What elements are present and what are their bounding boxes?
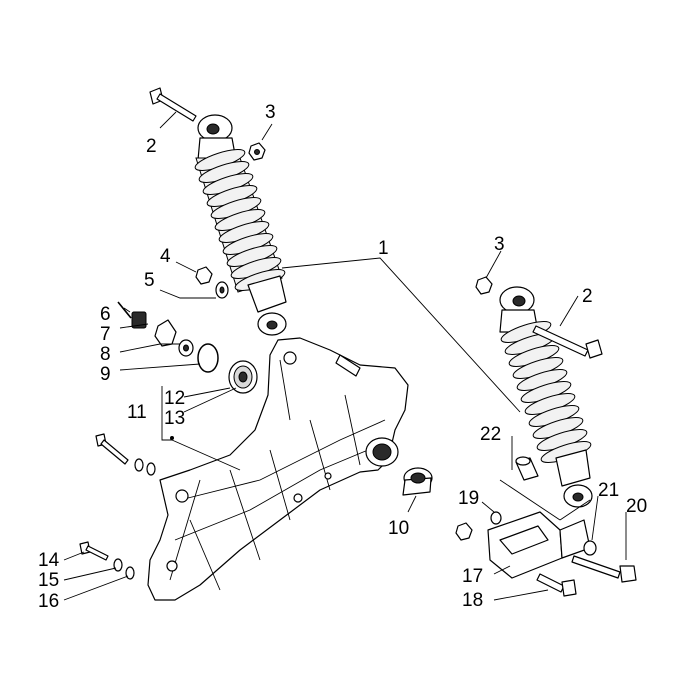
right-upper-nut	[475, 276, 493, 295]
right-shock-absorber	[499, 286, 593, 508]
callout-3-left: 3	[265, 102, 276, 123]
callout-21: 21	[598, 480, 619, 501]
callout-15: 15	[38, 570, 59, 591]
right-upper-bolt	[532, 325, 603, 359]
washer-16	[125, 566, 135, 580]
spacer-8	[178, 339, 194, 357]
callout-5: 5	[144, 270, 155, 291]
callout-18: 18	[462, 590, 483, 611]
bracket-washer	[490, 511, 502, 525]
callout-3-right: 3	[494, 234, 505, 255]
callout-8: 8	[100, 344, 111, 365]
left-lower-washer	[215, 281, 229, 299]
bracket-nut	[455, 522, 473, 541]
leader-lines	[63, 111, 627, 601]
callout-19: 19	[458, 488, 479, 509]
callout-10: 10	[388, 518, 409, 539]
callout-2-right: 2	[582, 286, 593, 307]
callout-4: 4	[160, 246, 171, 267]
callout-12: 12	[164, 388, 185, 409]
lower-left-washer-b	[146, 462, 156, 476]
callout-6: 6	[100, 304, 111, 325]
left-upper-bolt	[149, 87, 197, 122]
bolt-18	[536, 573, 577, 597]
left-lower-nut	[195, 266, 213, 285]
castle-nut	[131, 311, 147, 329]
callout-9: 9	[100, 364, 111, 385]
callout-labels: 1 2 2 3 3 4 5 6 7 8 9 10 11 12 13 14 15 …	[38, 102, 647, 612]
washer-21	[583, 540, 597, 556]
pivot-bushing	[402, 467, 433, 496]
leader-junction-dot	[170, 436, 174, 440]
lower-left-washer-a	[134, 458, 144, 472]
lower-left-bolt	[95, 433, 129, 465]
callout-2-left: 2	[146, 136, 157, 157]
callout-13: 13	[164, 408, 185, 429]
swing-arm	[147, 337, 409, 601]
callout-1: 1	[378, 238, 389, 259]
cotter-pin	[117, 301, 132, 319]
callout-20: 20	[626, 496, 647, 517]
callout-22: 22	[480, 424, 501, 445]
callout-14: 14	[38, 550, 60, 571]
spacer-7	[154, 319, 177, 347]
circlip	[197, 343, 219, 373]
callout-17: 17	[462, 566, 483, 587]
left-upper-nut	[248, 142, 266, 161]
callout-16: 16	[38, 591, 59, 612]
callout-7: 7	[100, 324, 111, 345]
bolt-14	[79, 541, 109, 561]
shock-spacer	[515, 456, 539, 481]
shock-mount-bracket	[487, 511, 591, 579]
callout-11: 11	[127, 402, 147, 423]
bolt-20	[571, 555, 637, 583]
washer-15	[113, 558, 123, 572]
bearing	[228, 360, 258, 394]
left-shock-absorber	[194, 114, 287, 336]
